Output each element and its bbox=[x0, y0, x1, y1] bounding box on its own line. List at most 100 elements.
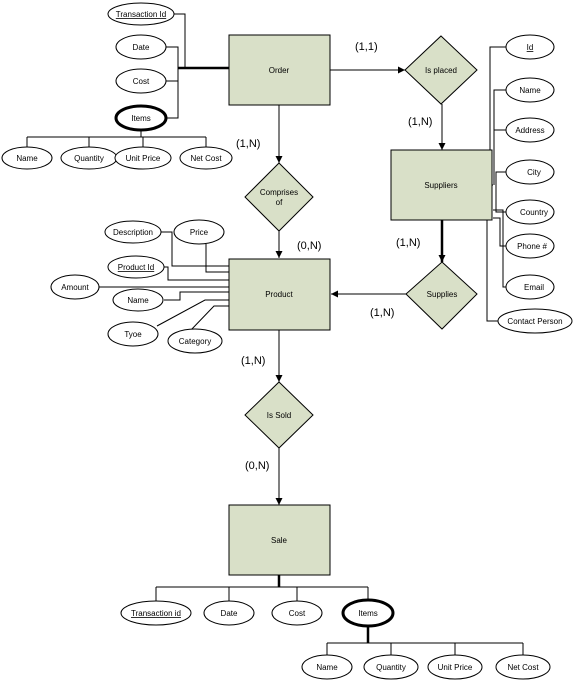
attr-sale-item-quantity: Quantity bbox=[363, 654, 419, 680]
attr-supplier-id-label: Id bbox=[527, 43, 534, 52]
attr-supplier-address-label: Address bbox=[515, 126, 544, 135]
line-sup-country bbox=[495, 185, 506, 213]
attr-product-type-label: Tyoe bbox=[124, 330, 142, 339]
attr-supplier-address: Address bbox=[505, 117, 555, 143]
cardinality-order-is-placed: (1,1) bbox=[355, 41, 378, 53]
relationship-is-placed-label: Is placed bbox=[425, 66, 457, 75]
cardinality-supplies-product: (1,N) bbox=[370, 307, 394, 319]
line-sup-id bbox=[489, 46, 506, 185]
line-sup-email bbox=[493, 209, 506, 288]
relationship-supplies: Supplies bbox=[405, 261, 478, 330]
entity-suppliers-label: Suppliers bbox=[424, 181, 457, 190]
attr-supplier-email-label: Email bbox=[524, 283, 544, 292]
cardinality-product-is-sold: (1,N) bbox=[241, 355, 265, 367]
attr-supplier-name-label: Name bbox=[519, 86, 541, 95]
attr-order-item-name-label: Name bbox=[16, 154, 38, 163]
attr-product-name-label: Name bbox=[127, 296, 149, 305]
attr-sale-transaction-id-label: Transaction id bbox=[131, 609, 181, 618]
entity-suppliers: Suppliers bbox=[390, 149, 493, 221]
relationship-is-placed: Is placed bbox=[404, 35, 478, 105]
line-sup-city bbox=[495, 171, 506, 185]
attr-product-name: Name bbox=[112, 288, 164, 312]
entity-product: Product bbox=[228, 258, 331, 331]
attr-sale-items: Items bbox=[341, 598, 395, 628]
line-sup-name bbox=[493, 89, 506, 185]
attr-sale-item-net-cost-label: Net Cost bbox=[507, 663, 539, 672]
attr-order-item-net-cost: Net Cost bbox=[179, 146, 233, 170]
relationship-is-sold: Is Sold bbox=[244, 381, 314, 449]
attr-product-price-label: Price bbox=[190, 228, 209, 237]
entity-order-label: Order bbox=[269, 66, 290, 75]
attr-order-date: Date bbox=[115, 34, 167, 60]
attr-supplier-contact-person: Contact Person bbox=[497, 308, 573, 334]
entity-sale-label: Sale bbox=[271, 536, 288, 545]
attr-order-transaction-id: Transaction Id bbox=[107, 2, 175, 26]
attr-sale-item-quantity-label: Quantity bbox=[376, 663, 406, 672]
relationship-comprises-of: Comprises of bbox=[244, 162, 314, 232]
attr-order-items-label: Items bbox=[131, 114, 151, 123]
attr-product-amount: Amount bbox=[50, 274, 100, 300]
attr-order-item-quantity: Quantity bbox=[60, 146, 118, 170]
attr-supplier-name: Name bbox=[505, 77, 555, 103]
attr-product-product-id-label: Product Id bbox=[118, 263, 154, 272]
attr-supplier-country: Country bbox=[505, 199, 555, 225]
attr-order-cost-label: Cost bbox=[133, 77, 150, 86]
cardinality-is-sold-sale: (0,N) bbox=[245, 460, 269, 472]
attr-sale-cost-label: Cost bbox=[289, 609, 306, 618]
line-order-items bbox=[166, 68, 179, 119]
attr-sale-items-label: Items bbox=[358, 609, 378, 618]
attr-product-description-label: Description bbox=[113, 228, 153, 237]
attr-order-date-label: Date bbox=[133, 43, 150, 52]
attr-order-item-name: Name bbox=[1, 146, 53, 170]
attr-supplier-id: Id bbox=[505, 34, 555, 60]
attr-supplier-phone: Phone # bbox=[505, 233, 555, 259]
line-order-date bbox=[166, 46, 179, 68]
line-prod-description bbox=[160, 231, 229, 267]
line-prod-product-id bbox=[164, 266, 229, 281]
attr-sale-item-net-cost: Net Cost bbox=[495, 654, 551, 680]
attr-sale-date-label: Date bbox=[221, 609, 238, 618]
attr-product-amount-label: Amount bbox=[61, 283, 89, 292]
attr-order-item-unit-price-label: Unit Price bbox=[126, 154, 161, 163]
attr-product-type: Tyoe bbox=[107, 321, 159, 347]
cardinality-suppliers-supplies: (1,N) bbox=[396, 237, 420, 249]
attr-product-category-label: Category bbox=[179, 337, 211, 346]
attr-order-item-quantity-label: Quantity bbox=[74, 154, 104, 163]
attr-supplier-contact-person-label: Contact Person bbox=[507, 317, 562, 326]
attr-product-description: Description bbox=[104, 220, 162, 244]
attr-sale-item-unit-price-label: Unit Price bbox=[438, 663, 473, 672]
line-prod-price bbox=[205, 244, 229, 273]
attr-sale-item-name: Name bbox=[301, 654, 353, 680]
attr-sale-transaction-id: Transaction id bbox=[120, 600, 192, 626]
attr-product-product-id: Product Id bbox=[107, 255, 165, 279]
relationship-comprises-label-2: of bbox=[276, 198, 283, 207]
attr-sale-cost: Cost bbox=[271, 600, 323, 626]
attr-order-item-net-cost-label: Net Cost bbox=[190, 154, 222, 163]
line-order-cost bbox=[166, 68, 179, 82]
relationship-is-sold-label: Is Sold bbox=[267, 411, 291, 420]
attr-supplier-phone-label: Phone # bbox=[517, 242, 547, 251]
attr-order-item-unit-price: Unit Price bbox=[114, 146, 172, 170]
cardinality-comprises-product: (0,N) bbox=[297, 240, 321, 252]
cardinalities: (1,1) (1,N) (1,N) (0,N) (1,N) (1,N) (1,N… bbox=[236, 41, 432, 472]
attr-sale-item-unit-price: Unit Price bbox=[427, 654, 483, 680]
cardinality-order-comprises: (1,N) bbox=[236, 138, 260, 150]
attr-sale-date: Date bbox=[203, 600, 255, 626]
entity-sale: Sale bbox=[228, 504, 331, 576]
relationship-comprises-label-1: Comprises bbox=[260, 188, 298, 197]
line-prod-category bbox=[189, 305, 229, 332]
attr-order-items: Items bbox=[114, 104, 168, 132]
relationship-supplies-label: Supplies bbox=[427, 290, 458, 299]
cardinality-is-placed-suppliers: (1,N) bbox=[408, 116, 432, 128]
attr-supplier-city: City bbox=[505, 159, 555, 185]
attr-supplier-city-label: City bbox=[527, 168, 541, 177]
attr-sale-item-name-label: Name bbox=[316, 663, 338, 672]
line-sup-address bbox=[493, 129, 506, 185]
line-order-transaction-id bbox=[166, 13, 229, 69]
attr-supplier-email: Email bbox=[505, 274, 555, 300]
line-sup-phone bbox=[493, 217, 506, 247]
attr-order-transaction-id-label: Transaction Id bbox=[116, 10, 166, 19]
entity-order: Order bbox=[228, 34, 331, 106]
entity-product-label: Product bbox=[265, 290, 293, 299]
